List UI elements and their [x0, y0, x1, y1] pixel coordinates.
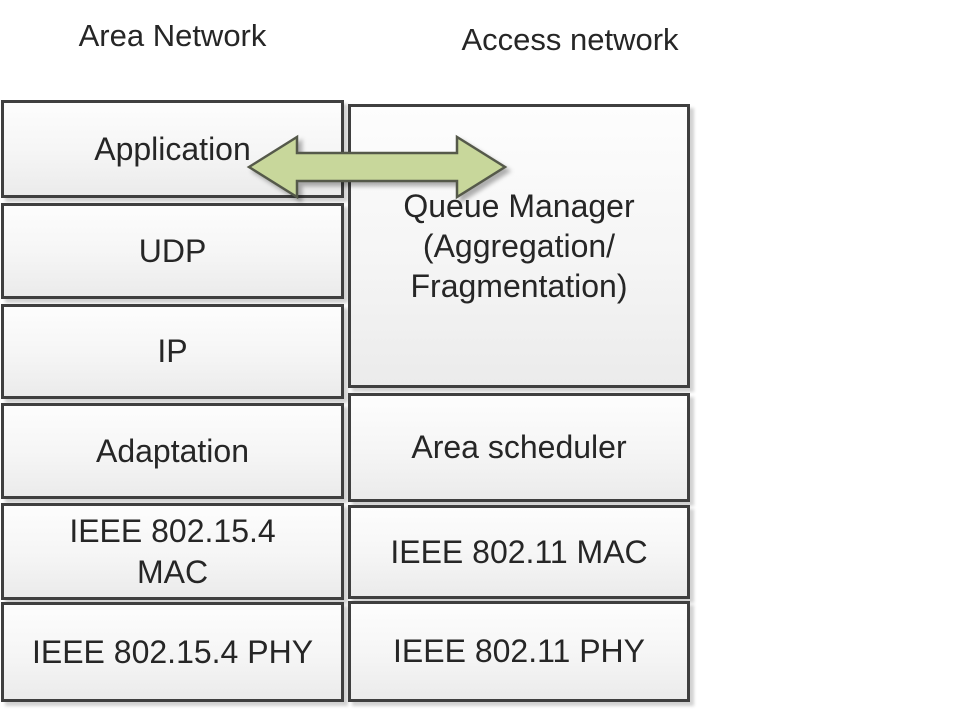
- layer-ieee-802-11-phy: IEEE 802.11 PHY: [348, 601, 690, 702]
- layer-queue-manager: Queue Manager (Aggregation/ Fragmentatio…: [348, 104, 690, 388]
- column-title-area-network: Area Network: [78, 18, 267, 53]
- layer-ieee-802-15-4-mac: IEEE 802.15.4 MAC: [1, 503, 344, 600]
- column-title-access-network: Access network: [461, 22, 679, 57]
- layer-area-scheduler: Area scheduler: [348, 393, 690, 502]
- layer-ieee-802-11-mac: IEEE 802.11 MAC: [348, 505, 690, 599]
- double-arrow-shape: [246, 134, 508, 200]
- layer-ieee-802-15-4-phy: IEEE 802.15.4 PHY: [1, 602, 344, 702]
- layer-adaptation: Adaptation: [1, 403, 344, 499]
- layer-udp: UDP: [1, 203, 344, 299]
- layer-ip: IP: [1, 304, 344, 399]
- bidirectional-arrow-icon: [246, 134, 508, 200]
